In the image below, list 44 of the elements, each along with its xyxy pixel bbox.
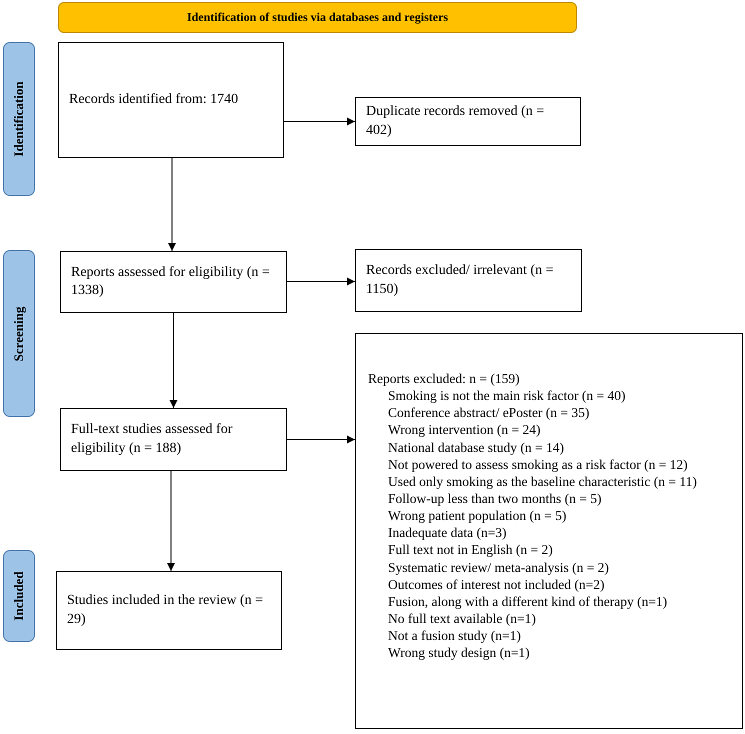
phase-band xyxy=(3,42,35,196)
exclusion-reason: National database study (n = 14) xyxy=(387,438,565,456)
process-box xyxy=(355,249,582,312)
phase-label: Screening xyxy=(11,306,27,361)
exclusion-reason: Conference abstract/ ePoster (n = 35) xyxy=(387,404,590,422)
box-text: Duplicate records removed (n = 402) xyxy=(366,103,546,140)
arrow xyxy=(286,278,356,286)
exclusion-reason: Wrong patient population (n = 5) xyxy=(387,507,568,524)
exclusion-reason: Follow-up less than two months (n = 5) xyxy=(387,490,602,508)
process-box xyxy=(58,42,284,158)
exclusion-reason: Inadequate data (n=3) xyxy=(387,524,508,542)
box-heading: Reports excluded: n = (159) xyxy=(368,370,521,388)
exclusion-reason: Outcomes of interest not included (n=2) xyxy=(387,576,606,593)
exclusion-reason: Full text not in English (n = 2) xyxy=(387,541,554,559)
box-text: Reports assessed for eligibility (n = 1338) xyxy=(71,264,271,300)
box-text: Records identified from: 1740 xyxy=(69,90,240,109)
exclusion-box xyxy=(355,333,743,729)
arrow xyxy=(167,470,175,572)
exclusion-reason: Fusion, along with a different kind of therapy (n=1) xyxy=(387,592,668,610)
box-text: Full-text studies assessed for eligibility (n = 188) xyxy=(71,421,234,458)
arrow xyxy=(168,158,176,252)
phase-band xyxy=(3,550,35,642)
process-box xyxy=(60,251,287,313)
arrow xyxy=(284,118,356,126)
exclusion-reason: Used only smoking as the baseline characteristic (n = 11) xyxy=(387,472,698,490)
arrow xyxy=(286,436,356,444)
section-header xyxy=(58,2,577,33)
header-text: Identification of studies via databases and registers xyxy=(186,10,448,25)
phase-band xyxy=(3,250,35,417)
exclusion-reason: Not powered to assess smoking as a risk factor (n = 12) xyxy=(387,456,689,473)
exclusion-reason: Systematic review/ meta-analysis (n = 2) xyxy=(387,558,610,576)
exclusion-reason: No full text available (n=1) xyxy=(387,610,537,628)
arrow xyxy=(170,312,178,408)
process-box xyxy=(355,97,581,146)
exclusion-reason: Not a fusion study (n=1) xyxy=(387,627,522,644)
box-text: Records excluded/ irrelevant (n = 1150) xyxy=(366,262,554,298)
phase-label: Included xyxy=(11,571,27,621)
process-box xyxy=(60,408,287,471)
box-text: Studies included in the review (n = 29) xyxy=(67,592,264,628)
exclusion-reason: Smoking is not the main risk factor (n = 40) xyxy=(387,387,626,404)
phase-label: Identification xyxy=(11,81,27,157)
exclusion-reason: Wrong study design (n=1) xyxy=(387,644,531,662)
process-box xyxy=(56,571,282,650)
exclusion-reason: Wrong intervention (n = 24) xyxy=(387,421,542,439)
